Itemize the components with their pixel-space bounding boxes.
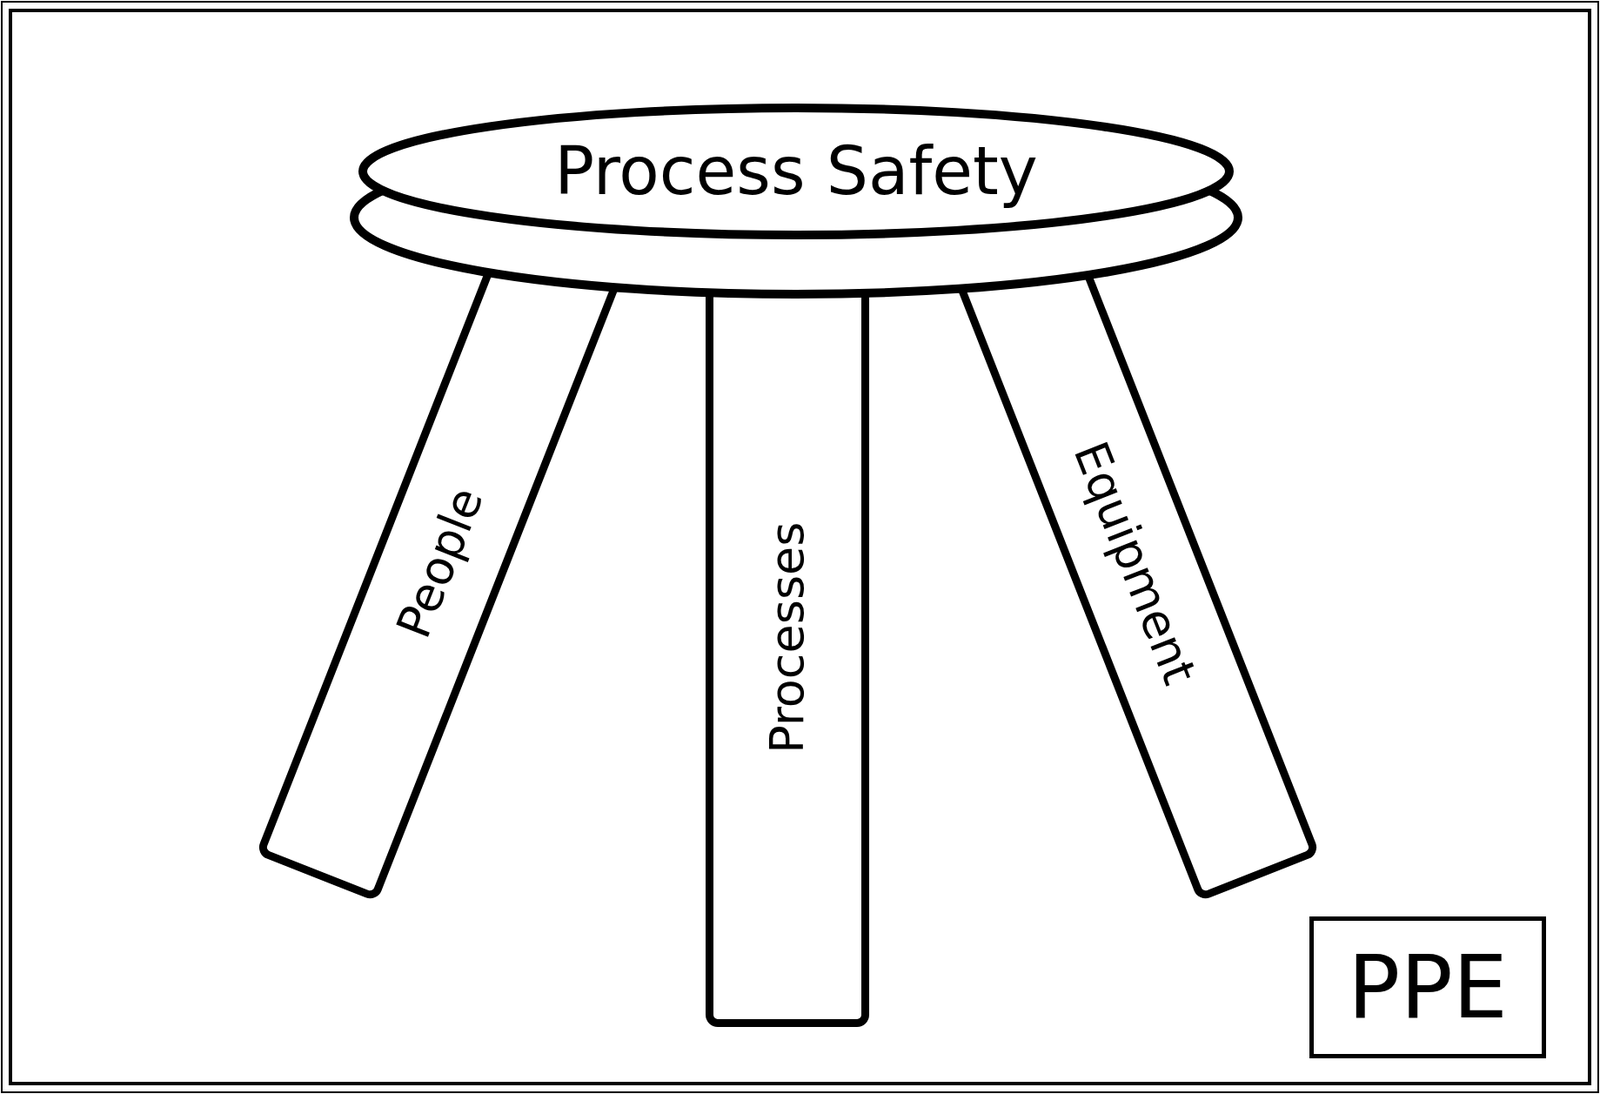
stool-leg: Processes bbox=[705, 247, 870, 1027]
seat-top bbox=[362, 107, 1230, 235]
leg-label: Processes bbox=[761, 521, 813, 753]
leg-label: People bbox=[387, 481, 493, 646]
inner-border bbox=[10, 10, 1590, 1084]
stool-leg: Equipment bbox=[950, 224, 1320, 903]
stool-seat: Process Safety bbox=[343, 95, 1249, 309]
leg-label: Equipment bbox=[1064, 435, 1206, 692]
stool-leg: People bbox=[254, 224, 625, 903]
label-box: PPE bbox=[1309, 916, 1547, 1058]
box-label: PPE bbox=[1347, 939, 1508, 1036]
seat-label: Process Safety bbox=[554, 134, 1038, 208]
